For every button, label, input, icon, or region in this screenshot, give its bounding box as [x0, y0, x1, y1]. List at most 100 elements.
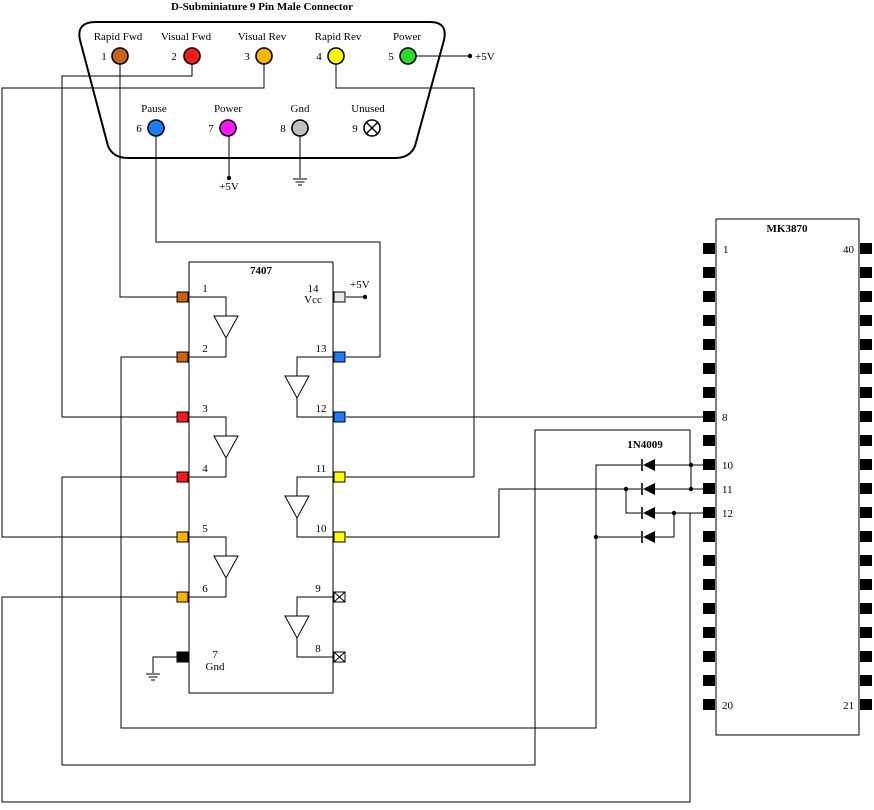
mk-left-pin-12	[703, 507, 715, 518]
buffer-13-12	[284, 356, 333, 418]
mk-right-pin-37	[860, 315, 872, 326]
mk-pin8-num: 8	[722, 412, 728, 424]
mk-left-pin-10	[703, 459, 715, 470]
ic-pin13-num: 13	[316, 343, 328, 355]
ic-pin6-num: 6	[202, 583, 208, 595]
mk-right-pin-21	[860, 699, 872, 710]
mk-left-pin-1	[703, 243, 715, 254]
mk-left-pin-3	[703, 291, 715, 302]
pin2-label: Visual Fwd	[161, 31, 212, 43]
mk-left-pin-9	[703, 435, 715, 446]
ic-pin5-pad	[176, 531, 189, 543]
ic-pin14-pad	[333, 291, 346, 303]
ic-pin9-pad-nc	[333, 591, 346, 603]
buffer-11-10	[284, 476, 333, 538]
ic-pin8-pad-nc	[333, 651, 346, 663]
ic-pin12-pad	[333, 411, 346, 423]
pin2-number: 2	[171, 51, 177, 63]
pin7-vcc-label: +5V	[219, 181, 239, 193]
mk-right-pin-36	[860, 339, 872, 350]
mk-left-pin-19	[703, 675, 715, 686]
ic-pin2-pad	[176, 351, 189, 363]
pin6-number: 6	[136, 123, 142, 135]
ground-symbol	[292, 178, 308, 186]
ic-pin7-num: 7	[212, 649, 218, 661]
ic-pin13-pad	[333, 351, 346, 363]
mk-right-pin-26	[860, 579, 872, 590]
mk-pin12-num: 12	[722, 508, 733, 520]
ic-pin3-pad	[176, 411, 189, 423]
mk-left-pin-14	[703, 555, 715, 566]
pin7-number: 7	[208, 123, 214, 135]
ic-gnd-label: Gnd	[206, 661, 225, 673]
pin4-contact	[327, 47, 345, 65]
pin2-contact	[183, 47, 201, 65]
mk-right-pin-31	[860, 459, 872, 470]
pin4-number: 4	[316, 51, 322, 63]
mk3870-chip: MK3870 1 40 8 10 11 12 20 21	[703, 218, 872, 736]
mk3870-body	[715, 218, 860, 736]
ic-pin1-num: 1	[202, 283, 208, 295]
ic-pin4-num: 4	[202, 463, 208, 475]
pin6-label: Pause	[141, 103, 167, 115]
mk-pin40-num: 40	[843, 244, 855, 256]
mk-right-pin-23	[860, 651, 872, 662]
ic-pin4-pad	[176, 471, 189, 483]
ic-pin5-num: 5	[202, 523, 208, 535]
buffer-5-6	[189, 536, 239, 598]
mk-right-pin-38	[860, 291, 872, 302]
pin9-label: Unused	[351, 103, 385, 115]
ic-supply-label: +5V	[350, 279, 370, 291]
mk3870-right-pins	[860, 243, 872, 710]
mk-right-pin-39	[860, 267, 872, 278]
ic-pin2-num: 2	[202, 343, 208, 355]
pin5-vcc-label: +5V	[475, 51, 495, 63]
pin5-number: 5	[388, 51, 394, 63]
pin8-contact	[291, 119, 309, 137]
mk3870-left-pins	[703, 243, 715, 710]
mk-pin1-num: 1	[723, 244, 729, 256]
pin3-label: Visual Rev	[238, 31, 287, 43]
mk-left-pin-7	[703, 387, 715, 398]
pin8-number: 8	[280, 123, 286, 135]
mk-left-pin-13	[703, 531, 715, 542]
mk-right-pin-32	[860, 435, 872, 446]
mk-left-pin-5	[703, 339, 715, 350]
pin8-label: Gnd	[291, 103, 310, 115]
ic-pin8-num: 8	[315, 643, 321, 655]
mk-right-pin-28	[860, 531, 872, 542]
mk-left-pin-6	[703, 363, 715, 374]
mk-right-pin-24	[860, 627, 872, 638]
connector-shell	[78, 21, 446, 159]
ic-pin6-pad	[176, 591, 189, 603]
mk-left-pin-17	[703, 627, 715, 638]
ic-vcc-label: Vcc	[304, 294, 322, 306]
mk-left-pin-11	[703, 483, 715, 494]
buffer-1-2	[189, 296, 239, 358]
ic-pin7-pad	[176, 651, 189, 663]
db9-connector: D-Subminiature 9 Pin Male Connector Rapi…	[78, 1, 495, 193]
mk-left-pin-8	[703, 411, 715, 422]
pin3-contact	[255, 47, 273, 65]
pin3-number: 3	[244, 51, 250, 63]
mk-left-pin-2	[703, 267, 715, 278]
ic-pin11-num: 11	[316, 463, 327, 475]
ic-title: 7407	[250, 265, 273, 277]
mk-left-pin-4	[703, 315, 715, 326]
pin1-number: 1	[101, 51, 107, 63]
diode-network: 1N4009	[593, 430, 708, 543]
mk3870-title: MK3870	[767, 223, 808, 235]
pin1-label: Rapid Fwd	[94, 31, 143, 43]
mk-right-pin-34	[860, 387, 872, 398]
mk-right-pin-40	[860, 243, 872, 254]
ic-pin3-num: 3	[202, 403, 208, 415]
ic-7407: 7407 1 2 3 4 5 6 7 Gnd	[176, 261, 346, 694]
ic-pin11-pad	[333, 471, 346, 483]
mk-pin10-num: 10	[722, 460, 734, 472]
pin7-label: Power	[214, 103, 242, 115]
mk-right-pin-30	[860, 483, 872, 494]
ic-pin14-num: 14	[308, 283, 320, 295]
mk-left-pin-18	[703, 651, 715, 662]
